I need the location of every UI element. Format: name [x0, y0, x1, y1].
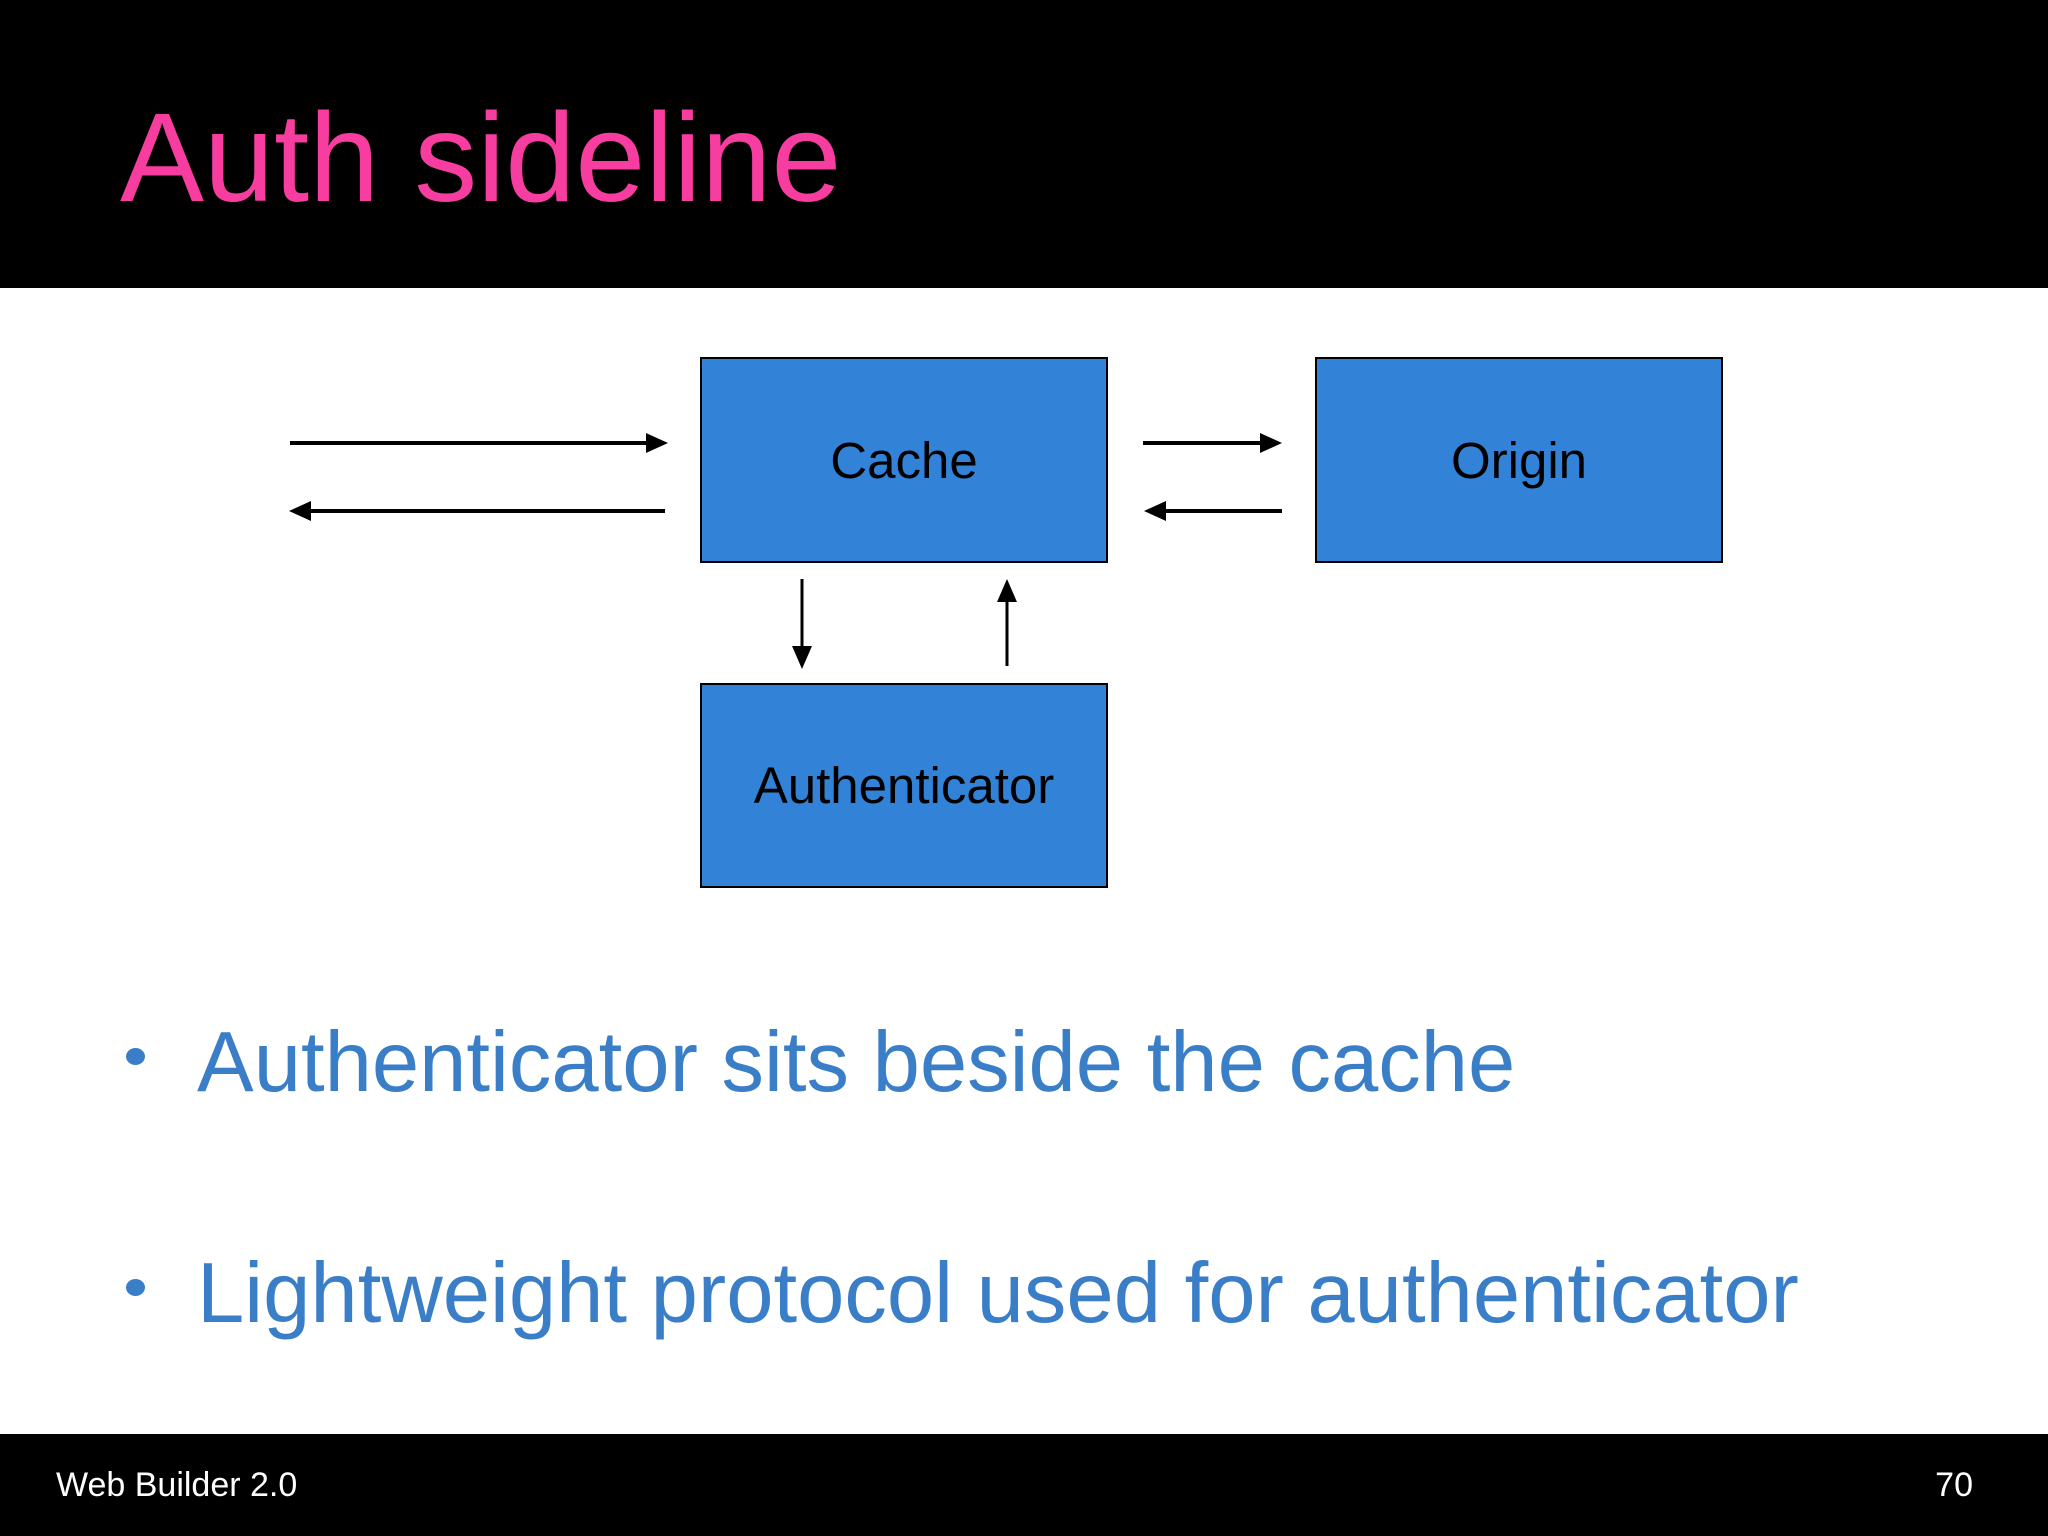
diagram-node-origin: Origin — [1315, 357, 1723, 563]
node-authenticator-label: Authenticator — [753, 757, 1055, 814]
client-to-cache-arrow-icon — [290, 433, 668, 453]
footer-page-number: 70 — [1935, 1465, 1973, 1504]
cache-to-authenticator-arrow-icon — [792, 579, 812, 669]
bullet-text: Authenticator sits beside the cache — [197, 1015, 1516, 1110]
footer-left-text: Web Builder 2.0 — [56, 1465, 298, 1504]
footer-bar: Web Builder 2.0 70 — [0, 1434, 2048, 1536]
bullet-dot-icon — [126, 1279, 145, 1296]
bullet-item: Lightweight protocol used for authentica… — [126, 1251, 1799, 1336]
diagram-node-cache: Cache — [700, 357, 1108, 563]
node-origin-label: Origin — [1450, 431, 1588, 489]
origin-to-cache-arrow-icon — [1144, 501, 1282, 521]
bullet-dot-icon — [126, 1048, 145, 1065]
slide-title: Auth sideline — [120, 87, 842, 228]
bullet-item: Authenticator sits beside the cache — [126, 1020, 1515, 1105]
bullet-text: Lightweight protocol used for authentica… — [197, 1246, 1799, 1341]
authenticator-to-cache-arrow-icon — [997, 579, 1017, 666]
node-cache-label: Cache — [830, 431, 978, 489]
cache-to-origin-arrow-icon — [1143, 433, 1282, 453]
diagram-node-authenticator: Authenticator — [700, 683, 1108, 888]
cache-to-client-arrow-icon — [289, 501, 665, 521]
title-bar: Auth sideline — [0, 0, 2048, 288]
